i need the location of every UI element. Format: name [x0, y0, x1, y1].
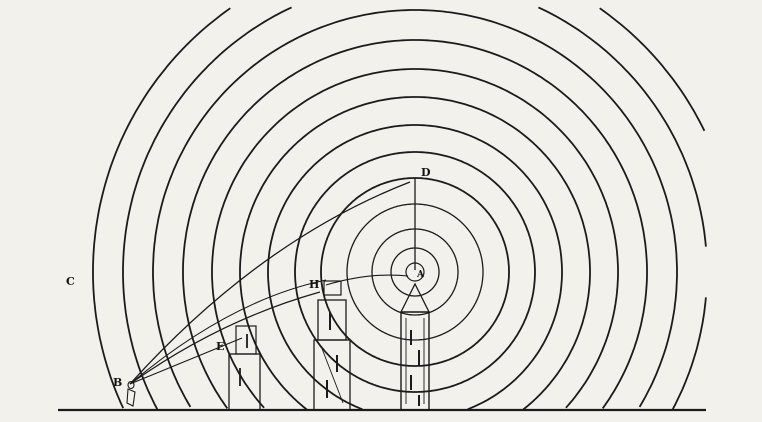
concentric-arc	[93, 8, 704, 408]
observer-figure-b	[127, 382, 135, 407]
sight-line-h-a	[326, 275, 408, 285]
concentric-arcs	[93, 7, 706, 410]
label-b: B	[113, 376, 122, 389]
label-e: E	[216, 340, 224, 353]
label-d: D	[421, 166, 431, 179]
label-a: A	[416, 270, 425, 280]
sight-line-b-h	[130, 292, 320, 384]
label-h: H	[309, 278, 319, 291]
sight-line-b-e	[130, 338, 242, 384]
label-c: C	[66, 275, 75, 288]
